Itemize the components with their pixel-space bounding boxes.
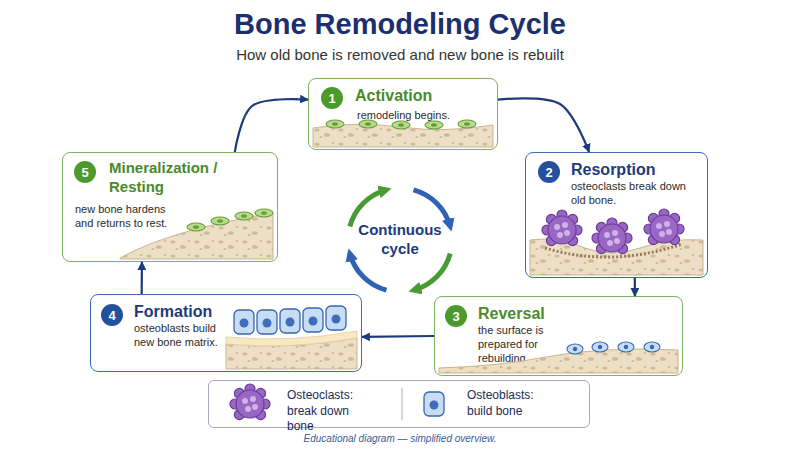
badge-circle [74, 161, 96, 183]
connector-layer [142, 98, 635, 337]
step-description: the surface is prepared for rebuilding. [478, 324, 558, 365]
activation-illustration [313, 120, 493, 147]
cycle-arrow [350, 190, 387, 227]
cycle-arrow [414, 190, 451, 227]
step-title: Resorption [571, 160, 701, 180]
badge-circle [538, 161, 560, 183]
reversal-illustration [439, 342, 678, 373]
reversal-cell [618, 342, 634, 352]
step-title: Activation [355, 86, 495, 106]
cycle-arrow [350, 254, 387, 291]
lining-cell [187, 223, 205, 231]
lining-cell [458, 120, 476, 128]
lining-cell [235, 212, 253, 220]
formation-illustration [226, 306, 357, 369]
step-title: Reversal [478, 304, 628, 324]
osteoclast [644, 209, 684, 245]
legend-box: Osteoclasts: break down boneOsteoblasts:… [208, 380, 590, 428]
step-title: Formation [134, 302, 254, 322]
step-number-badge: 5 [74, 161, 96, 183]
legend-text: Osteoclasts: break down bone [287, 388, 377, 435]
cycle-label: Continuous cycle [350, 221, 450, 259]
step-number: 2 [538, 161, 560, 183]
step-number: 4 [101, 304, 123, 326]
bone-tissue [530, 239, 703, 275]
diagram-caption: Educational diagram — simplified overvie… [0, 433, 800, 446]
reversal-cell [644, 342, 660, 352]
step-description: osteoblasts build new bone matrix. [134, 322, 234, 350]
cycle-connector [235, 99, 308, 152]
osteoblast [257, 310, 277, 334]
lining-cell [392, 121, 410, 129]
step-description: osteoclasts break down old bone. [571, 180, 686, 208]
legend-divider [402, 388, 403, 420]
step-box: Formationosteoblasts build new bone matr… [90, 294, 362, 372]
step-box: Resorptionosteoclasts break down old bon… [525, 152, 708, 278]
step-number-badge: 2 [538, 161, 560, 183]
lining-cell [211, 217, 229, 225]
step-box: Mineralization / Resting new bone hardens… [62, 152, 278, 262]
lining-cell [425, 121, 443, 129]
osteoblast [280, 309, 300, 333]
lining-cell [255, 209, 273, 217]
mineralization-illustration [120, 209, 273, 259]
cycle-connector [498, 98, 589, 152]
step-number: 3 [445, 305, 467, 327]
cycle-arrows [350, 190, 450, 290]
step-number: 5 [74, 161, 96, 183]
subtitle: How old bone is removed and new bone is … [0, 46, 800, 65]
step-description: new bone hardens and returns to rest. [75, 203, 185, 231]
cycle-connector [362, 335, 434, 338]
reversal-cell [592, 342, 608, 352]
step-title: Mineralization / Resting [109, 159, 249, 197]
reversal-cell [567, 344, 583, 354]
bone-tissue [313, 124, 493, 147]
osteoblast [326, 306, 346, 330]
bone-tissue [226, 338, 357, 369]
cycle-connector [634, 278, 636, 296]
step-box: Reversalthe surface is prepared for rebu… [434, 296, 683, 376]
resorption-illustration [530, 209, 703, 275]
step-description: remodeling begins. [357, 109, 487, 123]
osteoclast [542, 210, 582, 246]
legend-item: Osteoclasts: break down bone [287, 388, 377, 435]
badge-circle [101, 304, 123, 326]
step-number: 1 [321, 87, 343, 109]
bone-tissue [439, 349, 678, 373]
badge-circle [445, 305, 467, 327]
osteoclast [592, 218, 632, 254]
lining-cell [359, 120, 377, 128]
step-number-badge: 1 [321, 87, 343, 109]
osteoblast [234, 310, 254, 334]
diagram-title: Bone Remodeling Cycle [0, 6, 800, 42]
badge-circle [321, 87, 343, 109]
legend-text: Osteoblasts: build bone [467, 388, 557, 419]
cycle-arrow [414, 254, 451, 291]
step-number-badge: 4 [101, 304, 123, 326]
bone-tissue [120, 213, 273, 259]
new-bone-matrix [226, 331, 357, 346]
lining-cell [326, 120, 344, 128]
osteoblast [303, 308, 323, 332]
osteoblast-icon [424, 392, 444, 416]
resorption-pit [545, 244, 682, 257]
step-number-badge: 3 [445, 305, 467, 327]
osteoclast-icon [230, 384, 270, 420]
cycle-connector [141, 262, 143, 294]
legend-item: Osteoblasts: build bone [467, 388, 557, 419]
step-box: Activation remodeling begins. 1 [308, 78, 498, 150]
legend-icons [230, 384, 444, 420]
